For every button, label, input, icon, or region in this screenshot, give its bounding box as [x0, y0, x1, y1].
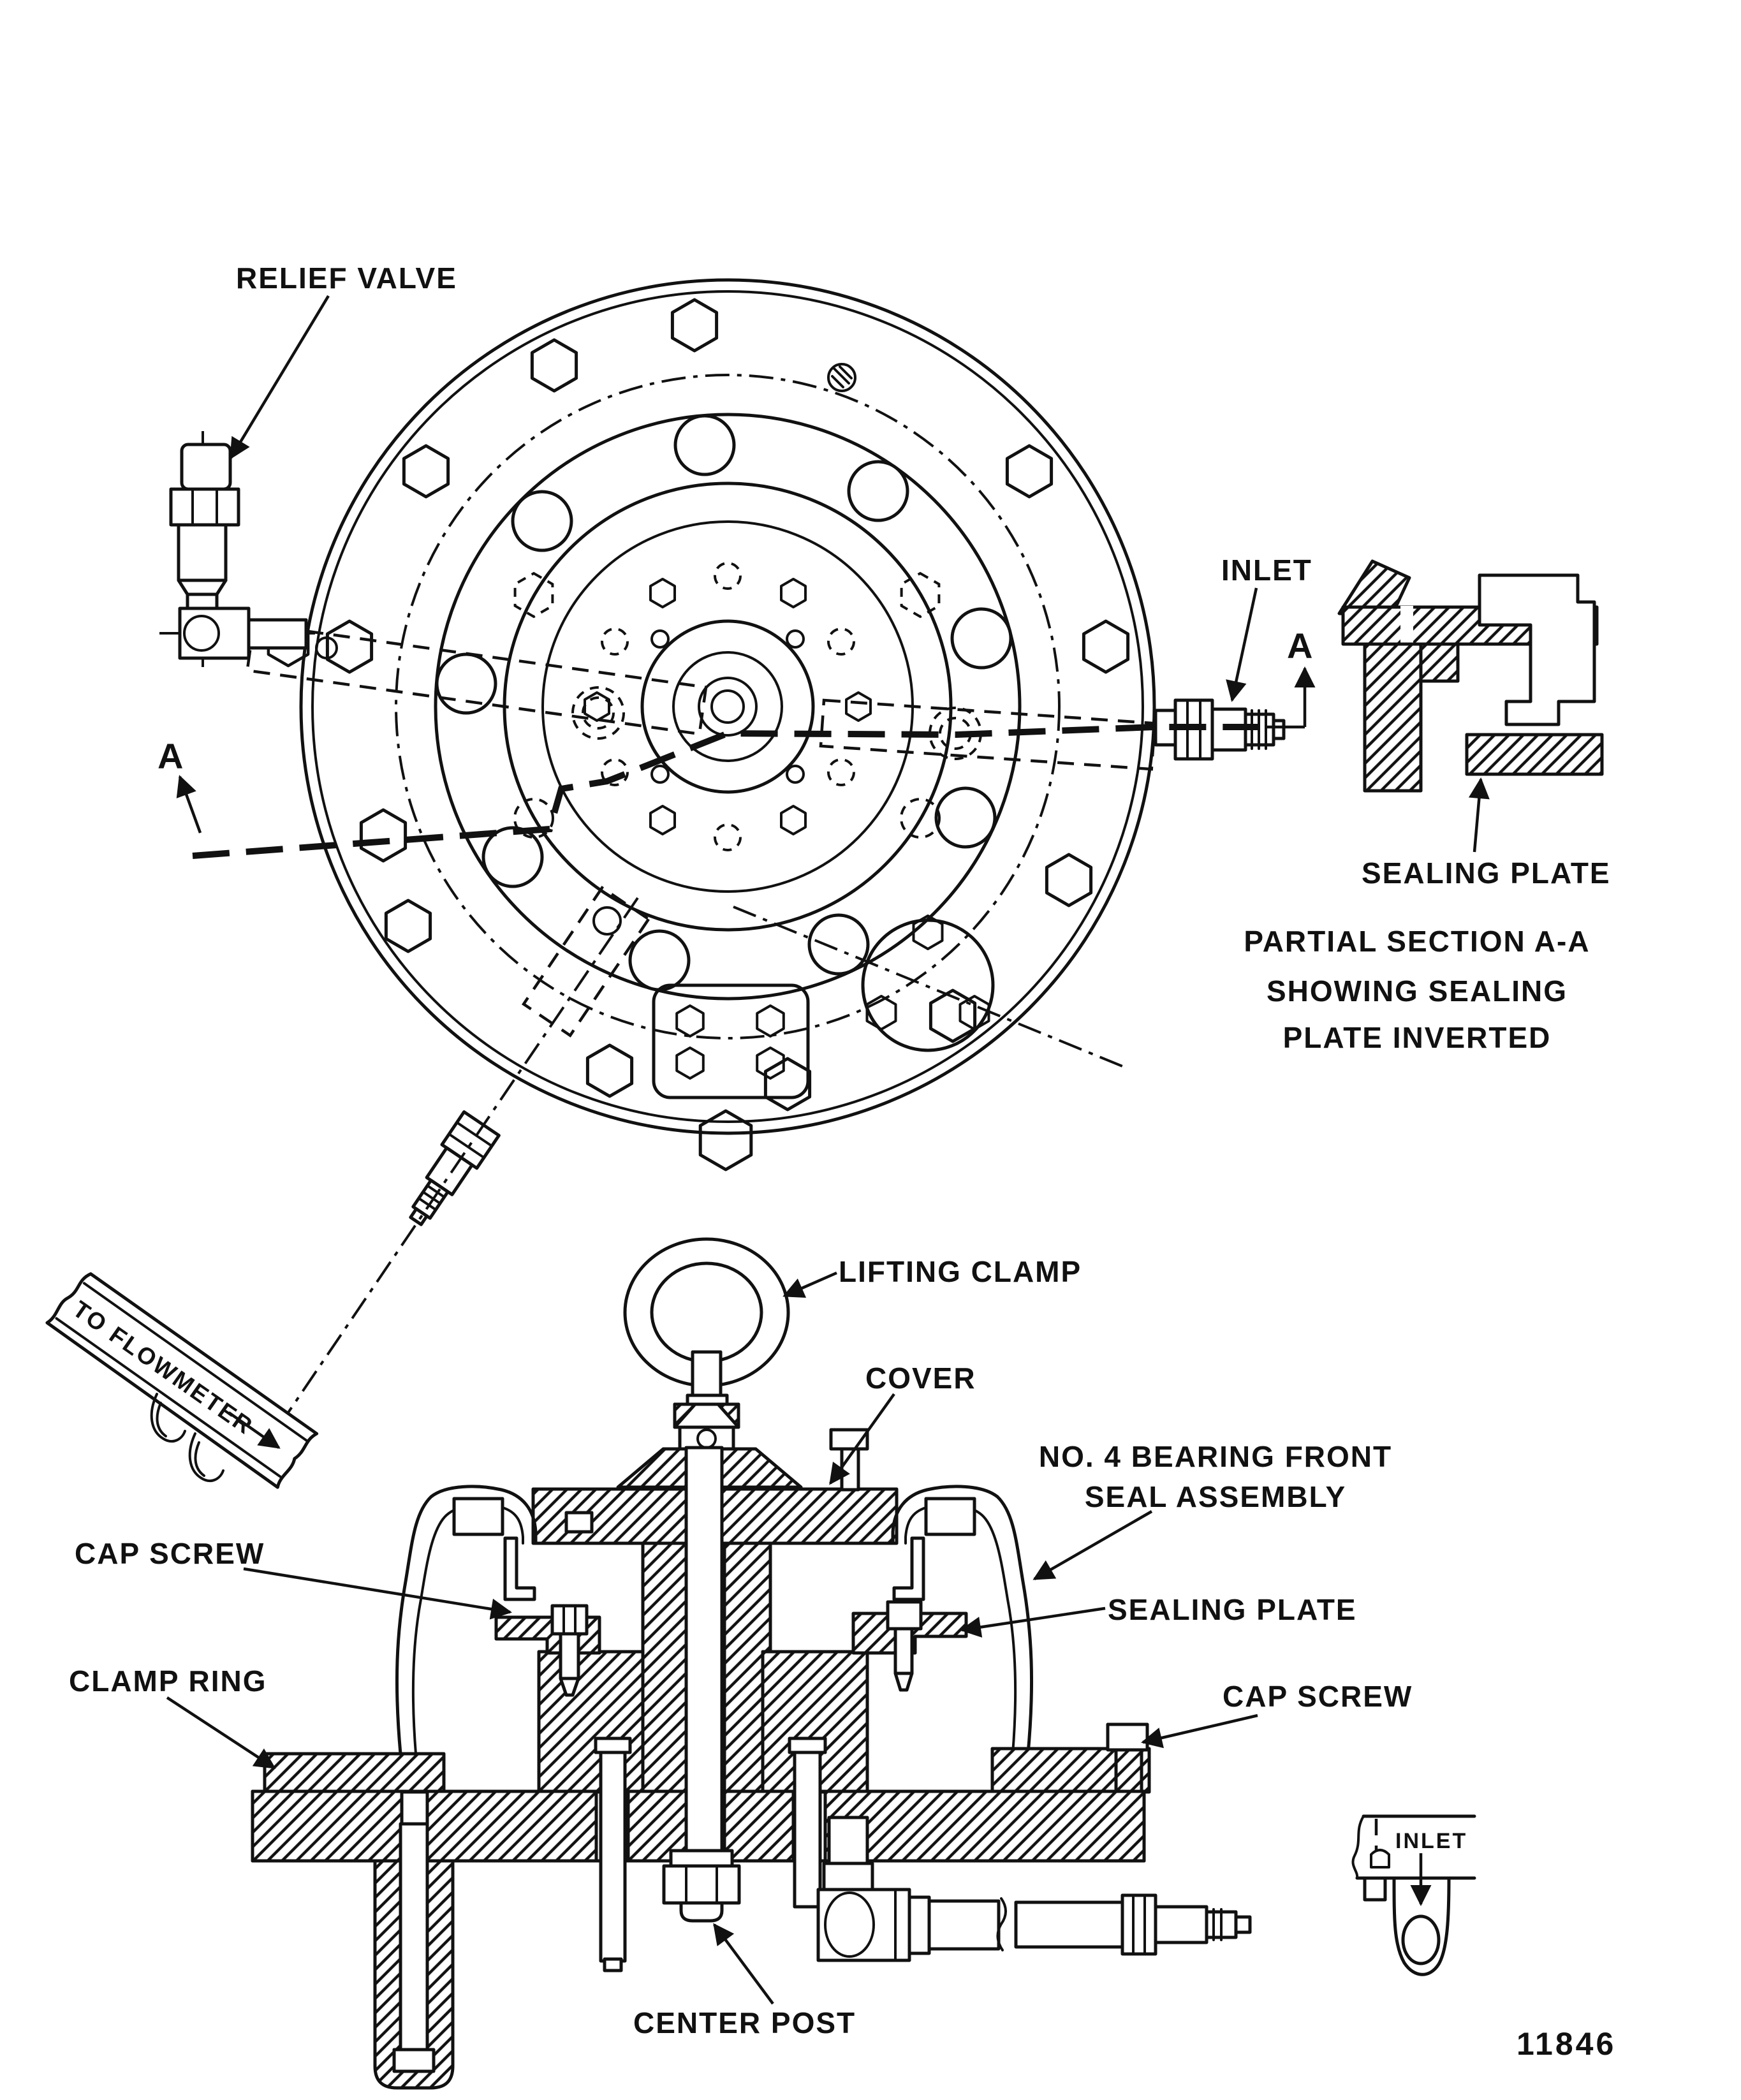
- through-rod-left: [594, 1737, 632, 1972]
- center-post-part: [662, 1446, 741, 1923]
- section-view: [251, 1237, 1252, 2090]
- section-arrow-right-label: A: [1287, 626, 1312, 666]
- hatched-plug-hole: [827, 363, 856, 392]
- hanging-bolt: [373, 1822, 455, 2090]
- cover-label: COVER: [865, 1362, 976, 1395]
- sealing-plate-detail-leader: [1468, 777, 1490, 853]
- center-post-label: CENTER POST: [633, 2006, 856, 2039]
- top-view-flange: [246, 278, 1157, 1444]
- drain-valve-assembly: [816, 1816, 1252, 1962]
- lifting-clamp-label: LIFTING CLAMP: [839, 1255, 1082, 1288]
- inlet-detail-label: INLET: [1395, 1829, 1467, 1853]
- relief-valve-leader: [230, 295, 330, 460]
- flowmeter-banner-label: TO FLOWMETER: [68, 1296, 258, 1440]
- outer-column-left: [537, 1650, 645, 1794]
- section-arrow-left-line: [176, 775, 202, 833]
- through-rod-right: [788, 1737, 827, 1909]
- relief-valve-label: RELIEF VALVE: [236, 261, 457, 295]
- cap-screw-right-leader: [1141, 1714, 1258, 1749]
- cap-screw-left-label: CAP SCREW: [75, 1537, 265, 1570]
- cover-leader: [829, 1393, 895, 1485]
- inlet-label: INLET: [1221, 554, 1312, 587]
- clamp-ring-label: CLAMP RING: [69, 1664, 267, 1698]
- center-hub: [640, 619, 815, 794]
- flowmeter-arrow: [228, 1411, 281, 1449]
- flowmeter-banner: TO FLOWMETER: [45, 1272, 319, 1489]
- banner-hooks: [150, 1393, 224, 1483]
- inner-ring-circle-2: [541, 520, 914, 893]
- inner-ring-circle: [503, 481, 953, 932]
- bearing-seal-label-2: SEAL ASSEMBLY: [1085, 1480, 1346, 1513]
- cap-screw-right-label: CAP SCREW: [1223, 1680, 1413, 1713]
- flowmeter-centerline: [267, 897, 639, 1444]
- bottom-hex-bolt: [700, 1111, 751, 1170]
- figure-number: 11846: [1517, 2026, 1616, 2062]
- lifting-clamp-ring: [623, 1237, 790, 1451]
- sealing-plate-section-label: SEALING PLATE: [1108, 1593, 1357, 1626]
- outer-flange-circle: [299, 278, 1156, 1135]
- cap-screw-right-part: [1106, 1722, 1149, 1794]
- cap-screw-mid-right: [886, 1600, 923, 1692]
- clamp-ring-leader: [166, 1696, 276, 1769]
- clamp-ring-left: [263, 1752, 446, 1794]
- partial-section-caption-2: SHOWING SEALING: [1267, 974, 1568, 1008]
- drain-stud: [409, 1110, 501, 1226]
- cap-screw-left-leader: [243, 1567, 512, 1620]
- scallop-ring: [434, 413, 1022, 1001]
- three-bolt-boss: [861, 914, 995, 1052]
- leader-lines: [166, 295, 1490, 2005]
- mounting-pad: [652, 983, 810, 1099]
- cap-screw-left-part: [550, 1604, 589, 1697]
- section-arrow-left-label: A: [158, 736, 183, 776]
- cover-screw-small: [564, 1511, 594, 1534]
- bearing-seal-leader: [1032, 1510, 1153, 1580]
- inner-column-left: [641, 1541, 691, 1794]
- partial-section-caption-3: PLATE INVERTED: [1283, 1021, 1552, 1054]
- sealing-plate-detail-label: SEALING PLATE: [1362, 856, 1611, 890]
- boss-centerline: [733, 906, 1123, 1068]
- bearing-seal-label-1: NO. 4 BEARING FRONT: [1039, 1440, 1392, 1473]
- inverted-sealing-plate: [1465, 733, 1604, 776]
- section-line-a-a: [176, 666, 1316, 859]
- outer-flange-inner-line: [311, 290, 1144, 1123]
- hub-fastener-ring: [584, 562, 872, 851]
- relief-valve-fitting: [159, 431, 315, 667]
- inlet-leader: [1226, 587, 1258, 702]
- sealing-plate-section-leader: [960, 1606, 1106, 1638]
- cover-left-bell: [395, 1485, 538, 1756]
- scallop-lobes: [435, 414, 1013, 992]
- partial-section-caption-1: PARTIAL SECTION A-A: [1244, 925, 1590, 958]
- inlet-detail-view: [1351, 1814, 1476, 1976]
- center-post-leader: [713, 1923, 774, 2005]
- partial-section-detail: [1337, 559, 1604, 793]
- base-plate: [251, 1789, 1146, 1863]
- sealing-plate-profile: [1478, 573, 1596, 726]
- cover-right-bell: [891, 1485, 1034, 1756]
- bolt-circle-phantom: [395, 374, 1061, 1039]
- lifting-clamp-leader: [782, 1271, 837, 1298]
